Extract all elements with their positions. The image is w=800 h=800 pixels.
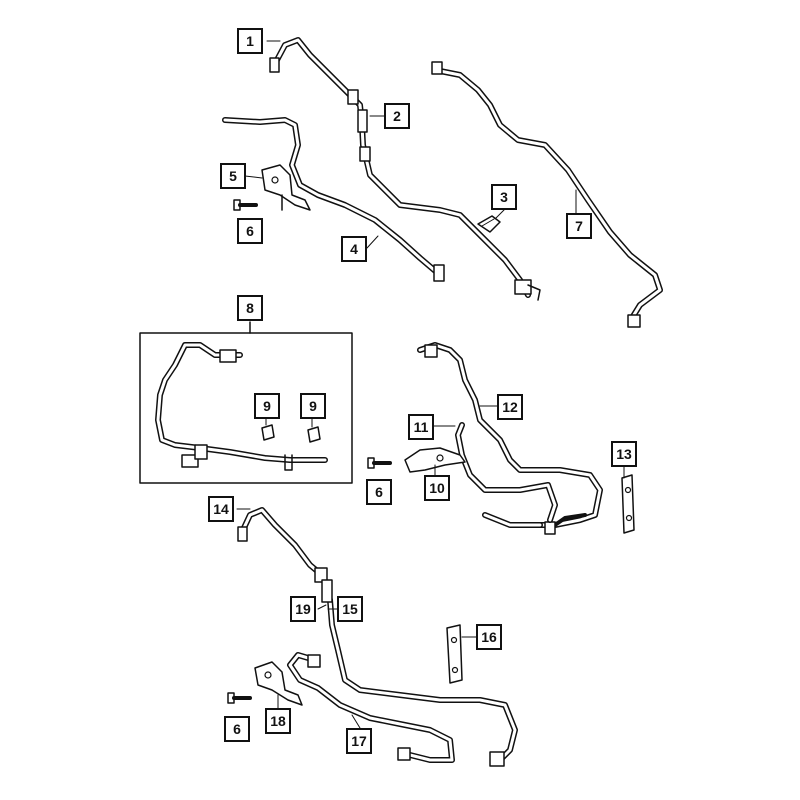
callout-15: 15 bbox=[337, 596, 363, 622]
harness-17 bbox=[287, 652, 455, 763]
harness-11 bbox=[455, 422, 558, 528]
callout-16: 16 bbox=[476, 624, 502, 650]
harness-8 bbox=[155, 342, 328, 471]
callout-6-mid: 6 bbox=[366, 479, 392, 505]
harness-2 bbox=[269, 37, 541, 301]
callout-6-bottom: 6 bbox=[224, 716, 250, 742]
callout-5: 5 bbox=[220, 163, 246, 189]
bracket-18 bbox=[254, 661, 303, 706]
callout-6: 6 bbox=[237, 218, 263, 244]
callout-9b: 9 bbox=[300, 393, 326, 419]
bolt-6-bottom bbox=[227, 692, 252, 704]
harness-7 bbox=[431, 61, 663, 328]
callout-10: 10 bbox=[424, 475, 450, 501]
bracket-5 bbox=[261, 164, 311, 211]
callout-11: 11 bbox=[408, 414, 434, 440]
harness-4 bbox=[222, 117, 445, 282]
harness-15 bbox=[237, 507, 518, 767]
clip-9b bbox=[307, 426, 321, 443]
bracket-13 bbox=[621, 474, 635, 534]
callout-19: 19 bbox=[290, 596, 316, 622]
clip-9a bbox=[261, 424, 275, 441]
harness-12 bbox=[417, 342, 603, 535]
group-box-8 bbox=[139, 332, 353, 484]
leader-lines bbox=[236, 40, 625, 729]
bolt-6-top bbox=[233, 199, 258, 211]
callout-18: 18 bbox=[265, 708, 291, 734]
bracket-10 bbox=[404, 447, 466, 473]
bracket-16 bbox=[446, 624, 463, 684]
callout-9a: 9 bbox=[254, 393, 280, 419]
callout-14: 14 bbox=[208, 496, 234, 522]
clip-3 bbox=[477, 215, 501, 233]
callout-13: 13 bbox=[611, 441, 637, 467]
callout-7: 7 bbox=[566, 213, 592, 239]
callout-2: 2 bbox=[384, 103, 410, 129]
callout-3: 3 bbox=[491, 184, 517, 210]
callout-8: 8 bbox=[237, 295, 263, 321]
callout-17: 17 bbox=[346, 728, 372, 754]
callout-1: 1 bbox=[237, 28, 263, 54]
callout-12: 12 bbox=[497, 394, 523, 420]
bolt-6-mid bbox=[367, 457, 392, 469]
callout-4: 4 bbox=[341, 236, 367, 262]
